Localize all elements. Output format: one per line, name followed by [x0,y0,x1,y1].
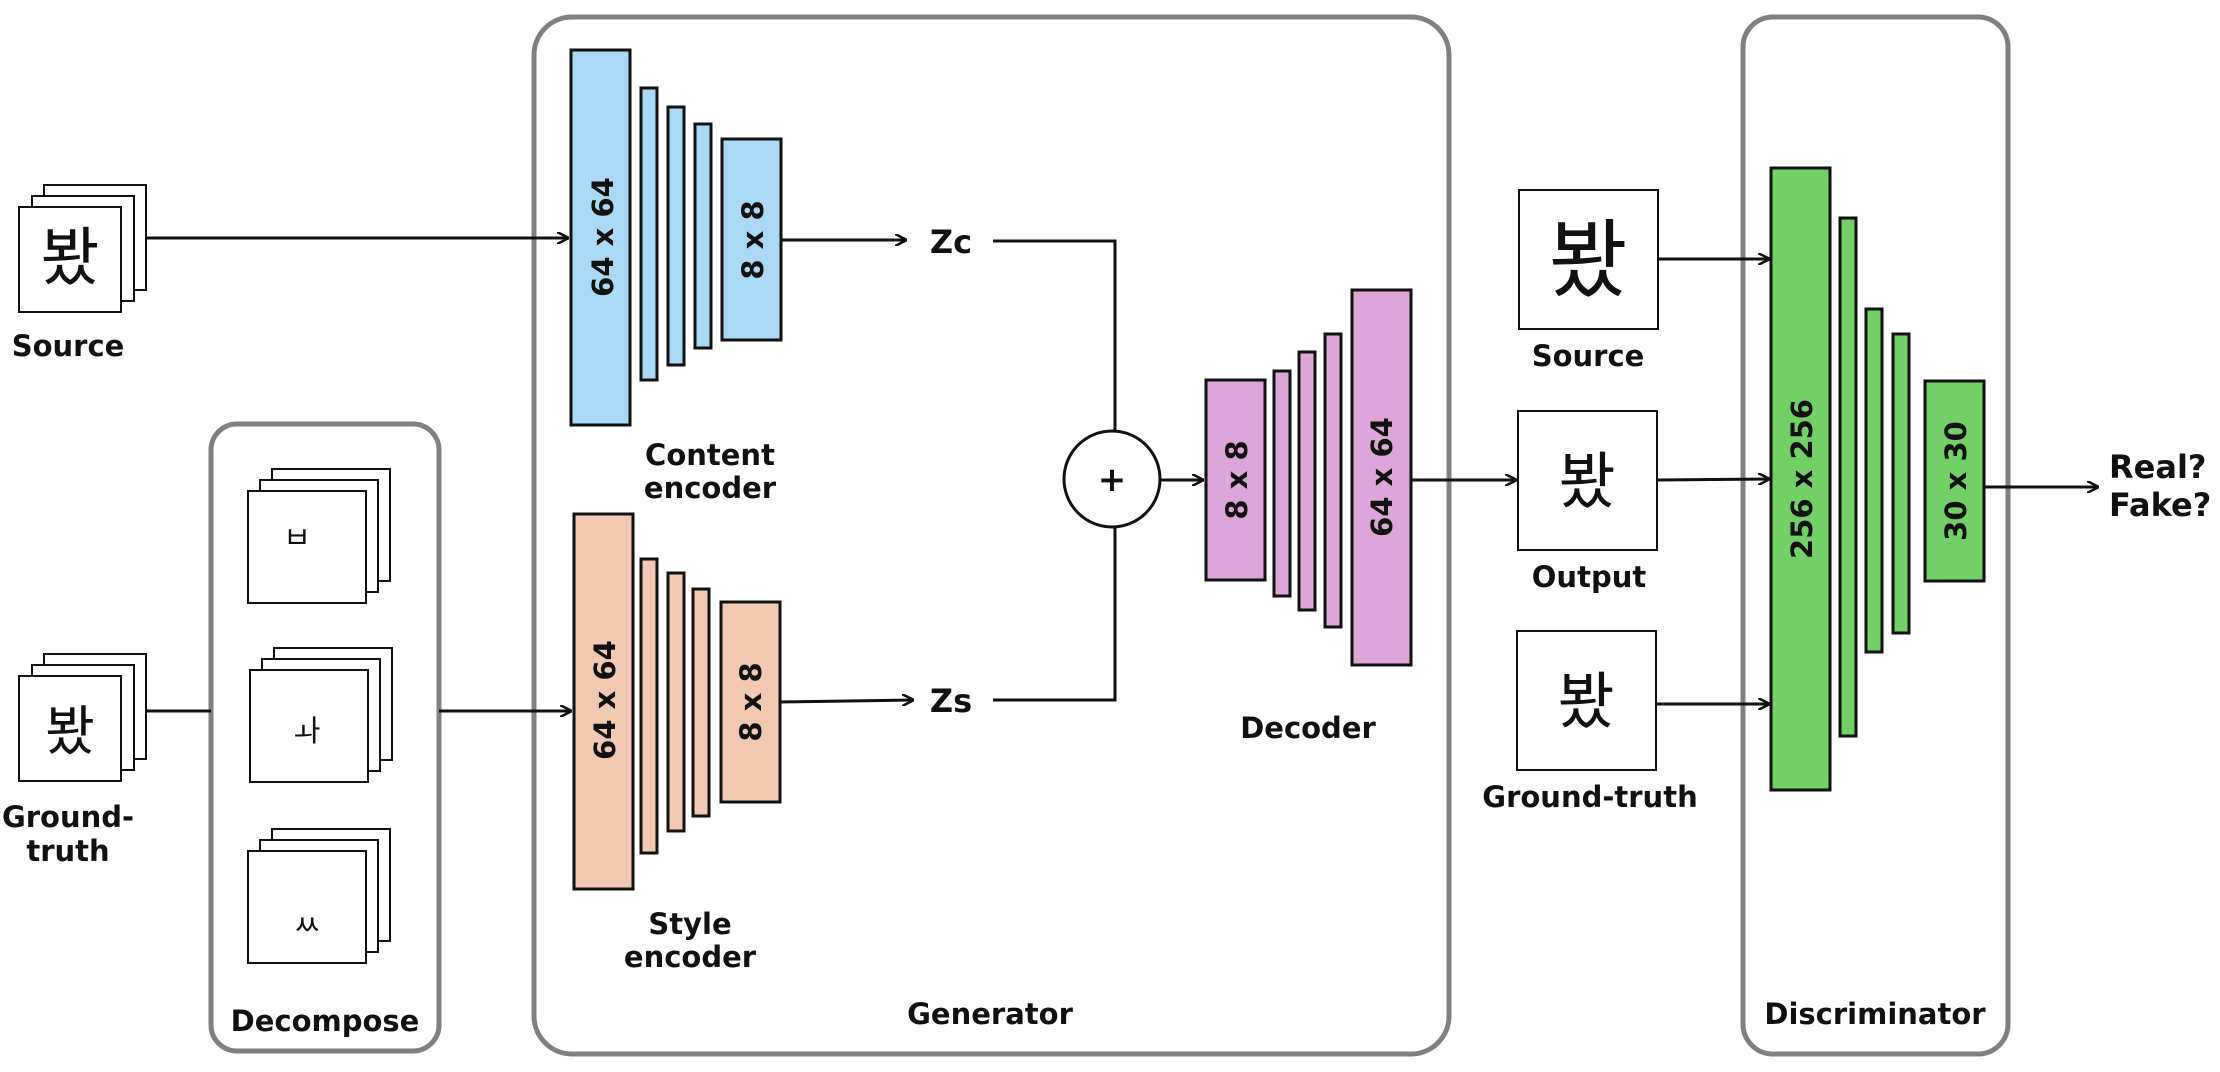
decoder-input-size: 8 x 8 [1220,440,1254,519]
content-encoder-block-1 [569,48,632,427]
discriminator-block-1 [1769,166,1832,792]
ground-truth-label-line1: Ground- [2,800,134,834]
output-label: Output [1532,560,1647,594]
decompose-label: Decompose [231,1004,420,1038]
decoder-block-3 [1297,350,1317,612]
disc-source-glyph: 봤 [1548,211,1627,311]
decoder-block-5 [1350,288,1413,667]
output-glyph: 봤 [1558,445,1615,518]
decompose-part-3: ㅆ [247,828,391,964]
content-encoder-block-4 [693,122,713,350]
result-fake: Fake? [2109,486,2211,524]
disc-source-box [1518,189,1659,330]
style-encoder-input-size: 64 x 64 [588,640,622,760]
ground-truth-label-line2: truth [26,834,109,868]
decoder-output-size: 64 x 64 [1365,417,1399,537]
result-real: Real? [2109,448,2206,486]
discriminator-output-size: 30 x 30 [1939,421,1973,541]
arrow-style-encoder-to-zs [779,700,913,702]
decompose-part-1: ㅂ [247,468,391,604]
style-encoder-block-3 [666,571,686,833]
content-encoder-label-line1: Content [645,438,775,472]
source-sheet-front [18,206,122,313]
ground-truth-stack: 봤 [18,653,147,782]
decoder-block-4 [1323,332,1343,629]
line-zc-to-combine [993,239,1117,431]
decoder: 8 x 8 64 x 64 [1204,288,1413,667]
decompose-frame [208,421,442,1054]
discriminator-block-3 [1864,307,1884,654]
disc-gt-glyph: 봤 [1557,665,1614,738]
source-glyph: 봤 [41,222,100,296]
decoder-block-1 [1204,378,1267,582]
discriminator-block-5 [1923,379,1986,583]
arrow-output-to-discriminator [1656,479,1769,480]
decoder-block-2 [1272,369,1292,598]
style-encoder-block-2 [639,557,659,855]
connectors [146,238,2098,711]
generator-frame [531,14,1452,1057]
style-encoder-block-5 [719,600,782,804]
discriminator-block-4 [1891,332,1911,635]
combine-symbol: + [1098,460,1127,500]
style-latent-zs: Zs [930,682,972,720]
line-zs-to-combine [993,527,1117,702]
style-encoder-block-1 [572,512,635,891]
discriminator-input-size: 256 x 256 [1785,399,1819,559]
decompose-part-3-glyph: ㅆ [293,909,321,944]
generator-label: Generator [907,997,1073,1031]
content-encoder: 64 x 64 8 x 8 [569,48,783,427]
discriminator-label: Discriminator [1764,997,1986,1031]
decompose-part-2: ㅘ [249,647,393,783]
output-box [1517,410,1658,551]
discriminator-block-2 [1838,216,1858,738]
ground-truth-glyph: 봤 [45,700,95,763]
style-encoder-output-size: 8 x 8 [734,662,768,741]
decompose-part-2-glyph: ㅘ [293,714,321,749]
style-encoder-label-line2: encoder [624,940,757,974]
source-label: Source [12,329,125,363]
gt-sheet-front [18,675,122,782]
content-encoder-label-line2: encoder [644,471,777,505]
content-encoder-input-size: 64 x 64 [586,177,620,297]
discriminator-frame [1740,14,2011,1057]
disc-source-label: Source [1532,339,1645,373]
style-encoder-block-4 [691,587,711,818]
style-encoder: 64 x 64 8 x 8 [572,512,782,891]
disc-gt-label: Ground-truth [1482,780,1697,814]
disc-gt-box [1516,630,1657,771]
content-latent-zc: Zc [930,223,972,261]
style-encoder-label-line1: Style [648,907,731,941]
content-encoder-block-2 [639,86,659,382]
content-encoder-output-size: 8 x 8 [736,200,770,279]
discriminator-network: 256 x 256 30 x 30 [1769,166,1986,792]
decoder-label: Decoder [1240,711,1376,745]
decompose-part-1-glyph: ㅂ [283,521,311,556]
content-encoder-block-3 [666,105,686,367]
source-stack: 봤 [18,184,147,313]
